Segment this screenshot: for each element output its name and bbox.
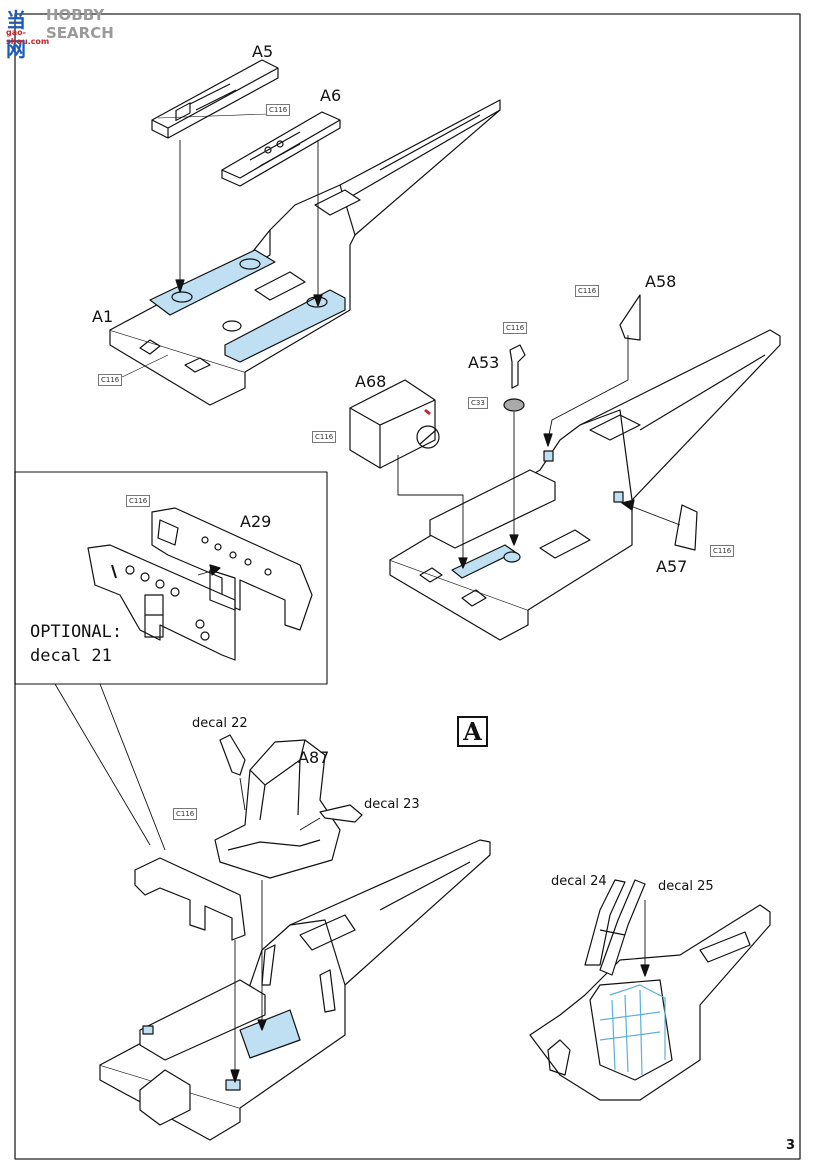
instrument-panel-a29 <box>87 507 313 661</box>
color-ref-c116: C116 <box>503 322 528 334</box>
decal-label-22: decal 22 <box>192 716 248 731</box>
part-label-a1: A1 <box>92 307 114 326</box>
optional-note-line1: OPTIONAL: <box>30 622 123 642</box>
part-label-a58: A58 <box>645 272 677 291</box>
optional-note-line2: decal 21 <box>30 646 112 666</box>
color-ref-c116: C116 <box>98 374 123 386</box>
decal-label-23: decal 23 <box>364 797 420 812</box>
part-label-a29: A29 <box>240 512 272 531</box>
watermark-url: gao-shou.com <box>6 28 50 46</box>
optional-note: OPTIONAL: decal 21 <box>30 620 122 668</box>
watermark-english: HOBBY SEARCH <box>46 6 114 42</box>
watermark-chinese: 当网 <box>6 8 26 61</box>
step-letter-box: A <box>457 716 488 747</box>
part-label-a6: A6 <box>320 86 342 105</box>
part-label-a5: A5 <box>252 42 274 61</box>
color-ref-c116: C116 <box>575 285 600 297</box>
color-ref-c116: C116 <box>126 495 151 507</box>
color-ref-c116: C116 <box>173 808 198 820</box>
page-number: 3 <box>786 1138 796 1153</box>
part-label-a57: A57 <box>656 557 688 576</box>
color-ref-c116: C116 <box>312 431 337 443</box>
optional-inset <box>14 471 328 685</box>
cockpit-seat-detail <box>529 879 771 1101</box>
color-ref-c33: C33 <box>468 397 488 409</box>
cockpit-tub-step2 <box>349 294 781 641</box>
color-ref-c116: C116 <box>266 104 291 116</box>
part-label-a53: A53 <box>468 353 500 372</box>
part-label-a87: A87 <box>298 748 330 767</box>
decal-label-25: decal 25 <box>658 879 714 894</box>
cockpit-tub-step3 <box>99 734 491 1141</box>
cockpit-tub-step1 <box>109 59 501 406</box>
part-label-a68: A68 <box>355 372 387 391</box>
color-ref-c116: C116 <box>710 545 735 557</box>
decal-label-24: decal 24 <box>551 874 607 889</box>
